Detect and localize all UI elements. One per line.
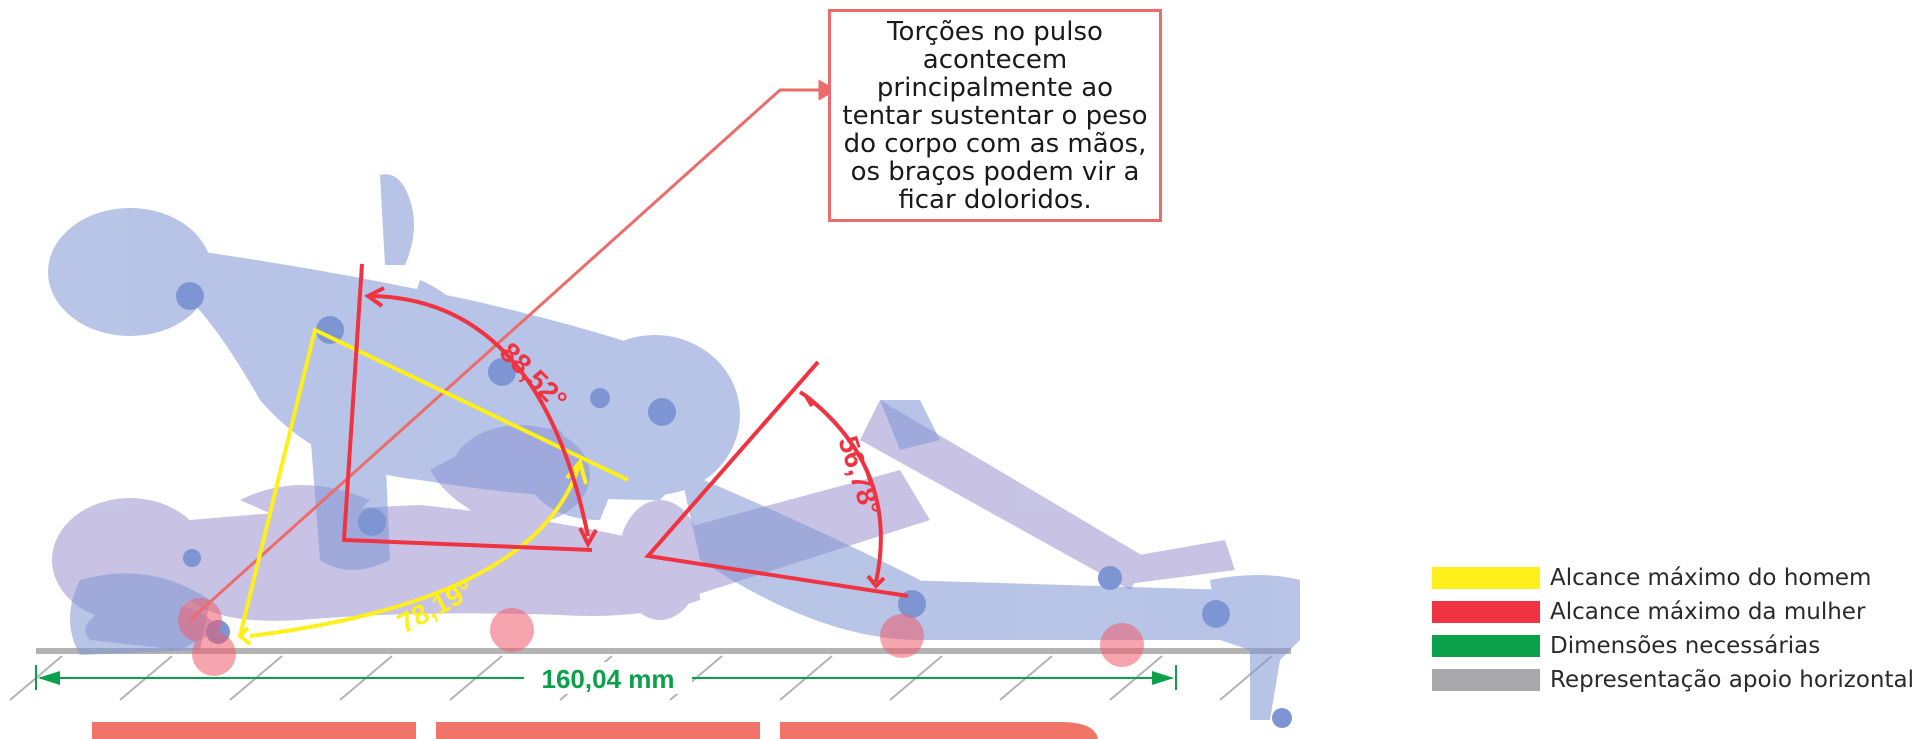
bottom-bars [92,722,1098,739]
pressure-points [178,598,1144,676]
legend-swatch-gray [1432,669,1540,691]
bottom-bar-1 [92,722,416,739]
bottom-bar-2 [436,722,760,739]
callout-box: Torções no pulso acontecem principalment… [828,9,1162,222]
legend-item-support: Representação apoio horizontal [1432,663,1914,697]
bottom-bar-3 [780,722,1098,739]
legend-swatch-green [1432,635,1540,657]
legend-label: Representação apoio horizontal [1550,667,1915,693]
legend-item-man: Alcance máximo do homem [1432,561,1914,595]
legend-label: Alcance máximo do homem [1550,565,1872,591]
legend-item-dimensions: Dimensões necessárias [1432,629,1914,663]
woman-reach [341,263,909,598]
upper-figure [48,174,1300,720]
callout-leader [188,79,838,622]
legend-label: Alcance máximo da mulher [1550,599,1866,625]
callout-text: Torções no pulso acontecem principalment… [842,16,1148,215]
legend-label: Dimensões necessárias [1550,633,1821,659]
legend-swatch-yellow [1432,567,1540,589]
legend-item-woman: Alcance máximo da mulher [1432,595,1914,629]
legend-swatch-red [1432,601,1540,623]
dimension-label: 160,04 mm [542,664,675,694]
legend: Alcance máximo do homem Alcance máximo d… [1432,561,1914,697]
